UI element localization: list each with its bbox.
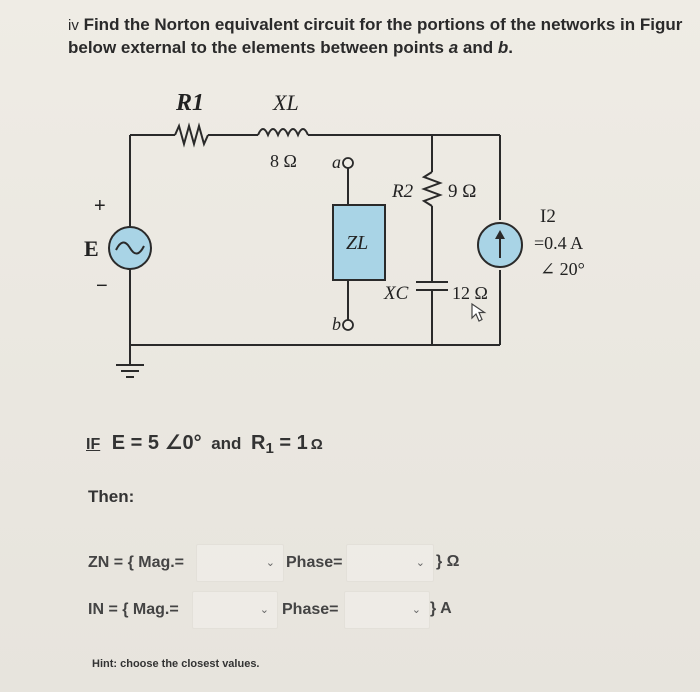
question-line-1-text: Find the Norton equivalent circuit for t… bbox=[83, 15, 683, 34]
xl-inductor bbox=[257, 128, 309, 138]
given-e: E = 5 ∠0° bbox=[111, 432, 202, 454]
terminal-a bbox=[342, 157, 354, 169]
r2-resistor bbox=[421, 171, 443, 207]
xc-label: XC bbox=[383, 283, 409, 304]
question-line-2-text: below external to the elements between p… bbox=[68, 38, 449, 57]
i2-value: =0.4 A bbox=[534, 233, 583, 253]
question-and: and bbox=[458, 38, 498, 57]
r1-label: R1 bbox=[175, 90, 204, 116]
in-phase-label: Phase= bbox=[282, 601, 339, 618]
question-text: iv Find the Norton equivalent circuit fo… bbox=[68, 14, 700, 59]
chevron-down-icon: ⌄ bbox=[259, 604, 269, 616]
question-line-2: below external to the elements between p… bbox=[68, 37, 700, 59]
in-unit: } A bbox=[430, 600, 452, 617]
source-e-label: E bbox=[84, 236, 99, 261]
in-magnitude-select[interactable]: ⌄ bbox=[192, 591, 278, 629]
hint-text: Hint: choose the closest values. bbox=[92, 658, 260, 670]
zn-phase-select[interactable]: ⌄ bbox=[346, 544, 434, 582]
mouse-cursor-icon bbox=[471, 302, 487, 322]
question-period: . bbox=[508, 38, 513, 57]
node-a-label: a bbox=[332, 152, 341, 172]
circuit-diagram: R1 XL 8 Ω a b ZL R2 9 Ω XC 12 Ω E + − I2… bbox=[84, 90, 585, 378]
zn-magnitude-select[interactable]: ⌄ bbox=[196, 544, 284, 582]
chevron-down-icon: ⌄ bbox=[265, 557, 275, 569]
terminal-b bbox=[342, 319, 354, 331]
zn-phase-label: Phase= bbox=[286, 554, 343, 571]
in-mag-label: IN = { Mag.= bbox=[88, 601, 179, 618]
current-source-arrow-icon bbox=[495, 230, 505, 239]
given-r-unit: Ω bbox=[310, 436, 323, 453]
node-b-label: b bbox=[332, 314, 341, 334]
given-and: and bbox=[211, 434, 242, 453]
i2-label: I2 bbox=[540, 206, 556, 227]
given-r-value: = 1 bbox=[273, 432, 308, 454]
r2-label: R2 bbox=[391, 181, 414, 202]
xl-value: 8 Ω bbox=[270, 151, 297, 171]
zn-unit: } Ω bbox=[436, 553, 460, 570]
xl-label: XL bbox=[272, 90, 299, 115]
source-plus-label: + bbox=[94, 195, 106, 217]
zl-box bbox=[332, 204, 386, 281]
r1-resistor bbox=[174, 122, 209, 148]
question-point-a: a bbox=[448, 38, 459, 57]
in-row: IN = { Mag.= ⌄ Phase= ⌄ } A bbox=[0, 591, 700, 631]
chevron-down-icon: ⌄ bbox=[415, 557, 425, 569]
question-line-1: iv Find the Norton equivalent circuit fo… bbox=[68, 14, 700, 37]
source-minus-label: − bbox=[96, 275, 108, 297]
question-point-b: b bbox=[497, 38, 509, 57]
then-label: Then: bbox=[88, 487, 135, 506]
given-r-subscript: 1 bbox=[265, 440, 274, 457]
xc-value: 12 Ω bbox=[452, 283, 488, 303]
given-r: R bbox=[251, 432, 266, 454]
zn-row: ZN = { Mag.= ⌄ Phase= ⌄ } Ω bbox=[0, 544, 700, 584]
ac-source-wave-icon bbox=[115, 241, 145, 255]
chevron-down-icon: ⌄ bbox=[411, 604, 421, 616]
i2-angle: ∠ 20° bbox=[540, 259, 585, 279]
question-numeral: iv bbox=[68, 17, 79, 34]
in-phase-select[interactable]: ⌄ bbox=[344, 591, 430, 629]
zn-mag-label: ZN = { Mag.= bbox=[88, 554, 185, 571]
r2-value: 9 Ω bbox=[448, 181, 476, 202]
zl-label: ZL bbox=[346, 232, 368, 254]
given-if: IF bbox=[86, 436, 101, 453]
